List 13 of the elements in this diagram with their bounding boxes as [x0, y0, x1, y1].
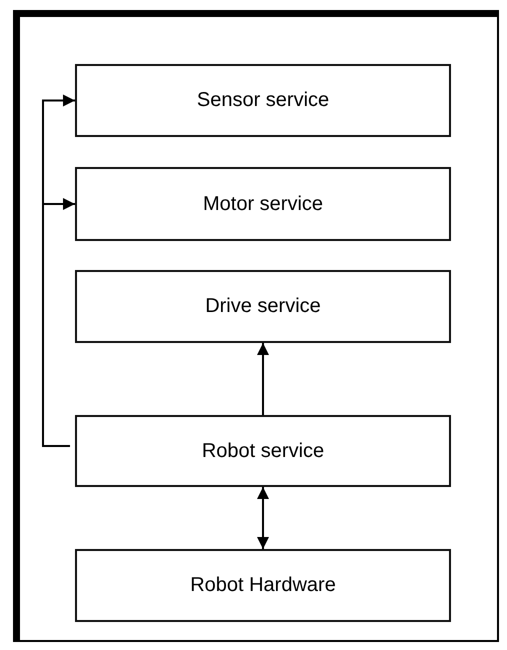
process-box	[75, 415, 451, 487]
process-box	[75, 64, 451, 137]
box-label: Robot Hardware	[190, 574, 336, 597]
process-box	[75, 549, 451, 622]
box-label: Robot service	[202, 440, 324, 462]
arrow	[42, 198, 75, 447]
arrow	[257, 343, 269, 415]
box-label: Sensor service	[196, 89, 330, 112]
box-label: Motor service	[202, 192, 324, 216]
process-box	[75, 167, 451, 241]
box-label: Drive service	[205, 295, 321, 318]
arrow	[257, 487, 269, 549]
process-box	[75, 270, 451, 343]
